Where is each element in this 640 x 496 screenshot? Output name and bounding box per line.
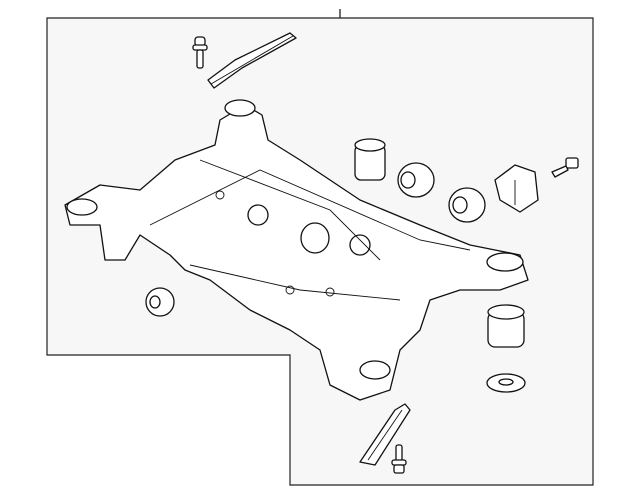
bushing xyxy=(448,187,486,223)
reinforcement-bracket xyxy=(359,403,411,466)
washer xyxy=(486,373,526,393)
subframe xyxy=(64,99,529,401)
reinforcement-bracket xyxy=(207,32,297,89)
bushing xyxy=(397,162,435,198)
bolt xyxy=(192,36,208,69)
bolt xyxy=(551,157,579,178)
bushing xyxy=(354,138,386,181)
bolt xyxy=(391,444,407,474)
mount xyxy=(494,164,539,213)
bushing xyxy=(487,304,525,348)
bushing xyxy=(145,287,175,317)
